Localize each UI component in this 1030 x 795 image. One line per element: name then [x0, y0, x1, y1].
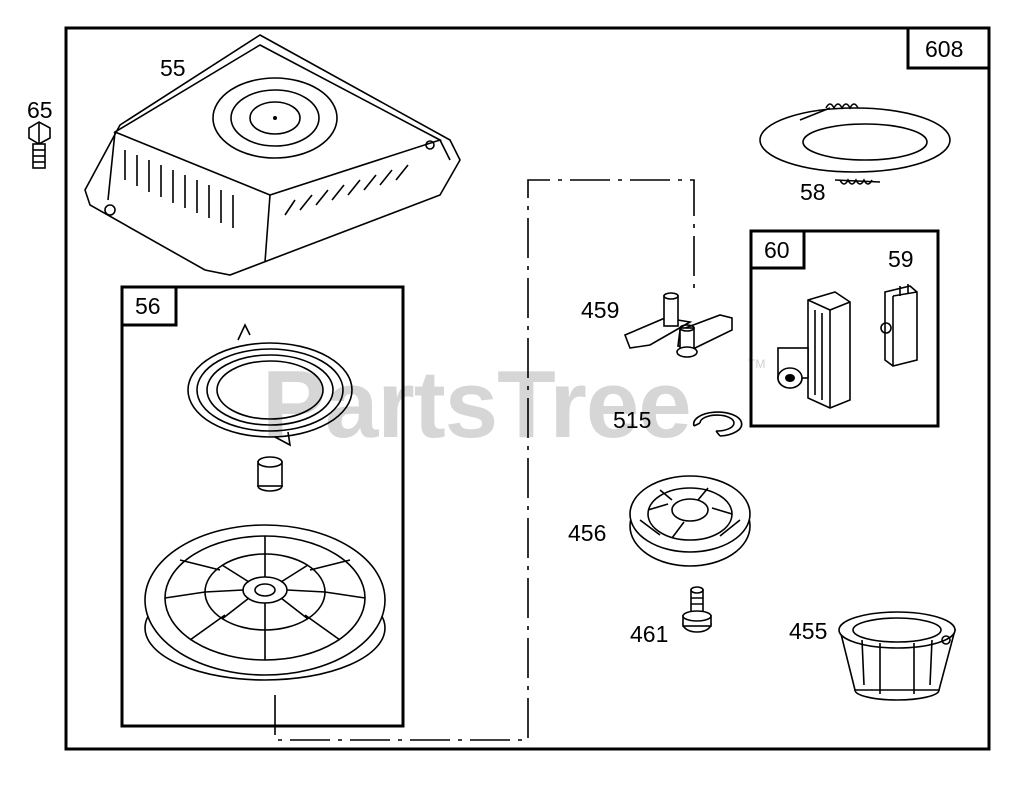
starter-handle[interactable]	[777, 291, 851, 409]
part-label-459[interactable]: 459	[581, 297, 619, 323]
assembly-number-box[interactable]: 608	[906, 26, 991, 70]
watermark: PartsTree	[262, 351, 691, 458]
part-459-pawl[interactable]	[623, 292, 733, 358]
assembly-number: 608	[925, 36, 963, 62]
starter-pulley[interactable]	[144, 524, 386, 681]
subassembly-56-number-box[interactable]: 56	[120, 285, 178, 327]
subassembly-60-number-box[interactable]: 60	[749, 229, 806, 270]
part-515-retainer-ring[interactable]	[692, 411, 743, 437]
subassembly-56-frame	[120, 285, 405, 728]
part-label-461[interactable]: 461	[630, 621, 668, 647]
recoil-spring[interactable]	[187, 323, 353, 447]
part-label-456[interactable]: 456	[568, 520, 606, 546]
subassembly-56-number: 56	[135, 293, 161, 319]
part-label-65[interactable]: 65	[27, 97, 53, 123]
part-label-515[interactable]: 515	[613, 407, 651, 433]
part-456-ratchet[interactable]	[629, 475, 751, 567]
assembly-leader-line	[274, 179, 695, 741]
part-58-starter-rope[interactable]	[759, 103, 951, 185]
part-59-handle-insert[interactable]	[880, 284, 918, 367]
spring-spacer[interactable]	[257, 456, 283, 492]
assembly-frame	[64, 26, 991, 751]
part-label-59[interactable]: 59	[888, 246, 914, 272]
subassembly-60-number: 60	[764, 237, 790, 263]
part-label-455[interactable]: 455	[789, 618, 827, 644]
part-label-55[interactable]: 55	[160, 55, 186, 81]
part-55-blower-housing[interactable]	[84, 34, 461, 276]
part-455-starter-cup[interactable]	[838, 611, 957, 701]
part-461-screw[interactable]	[682, 586, 712, 633]
part-65-bolt[interactable]	[28, 121, 51, 169]
subassembly-60-frame	[749, 229, 940, 428]
part-label-58[interactable]: 58	[800, 179, 826, 205]
